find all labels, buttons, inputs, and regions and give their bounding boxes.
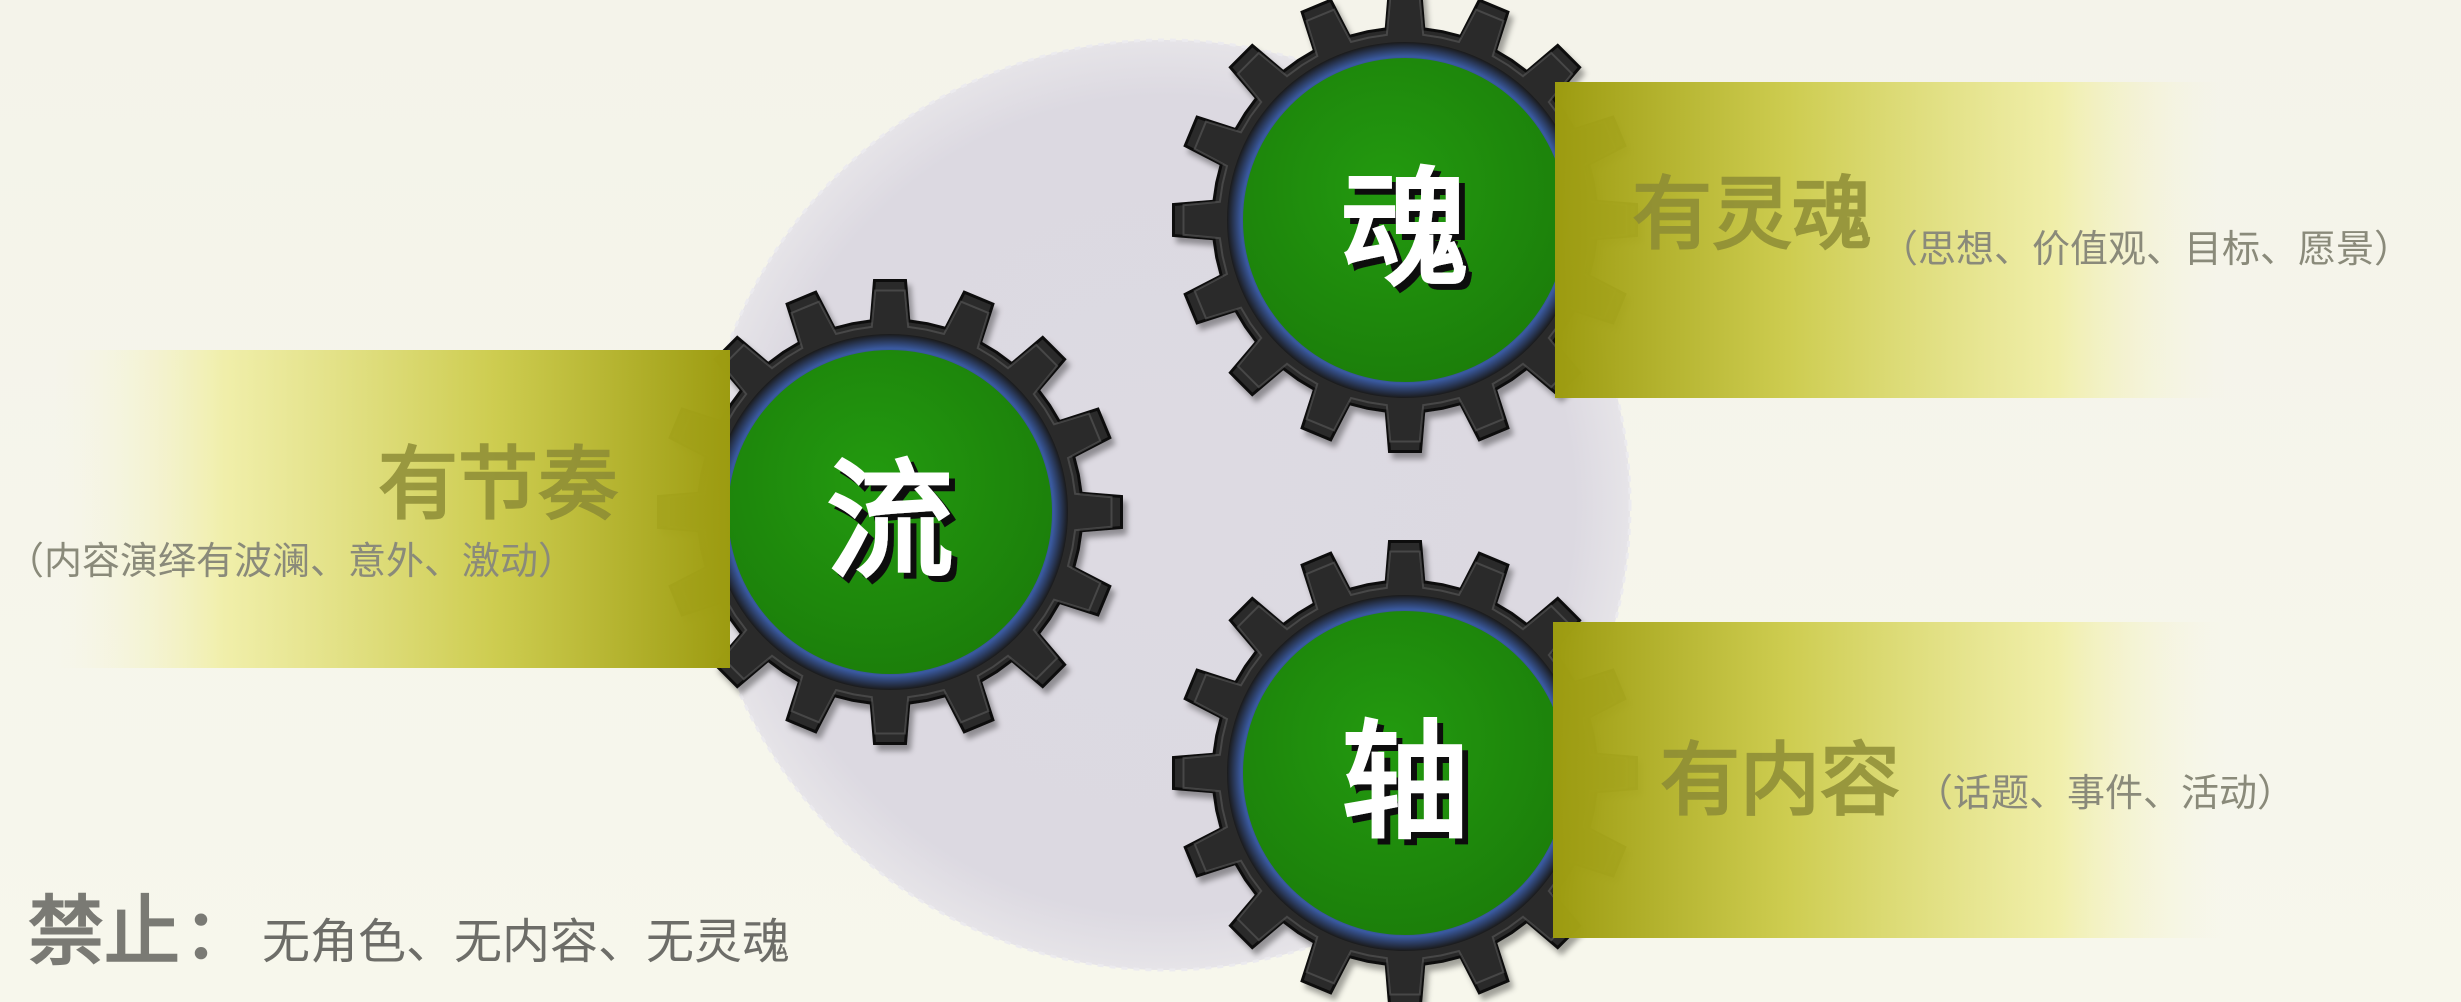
gear-top: 魂 — [1172, 0, 1638, 453]
gear-bottom: 轴 — [1172, 540, 1638, 1002]
banner-top — [1555, 82, 2225, 398]
gear-left-center — [728, 350, 1052, 674]
forbidden-text: 无角色、无内容、无灵魂 — [262, 914, 791, 970]
forbidden-colon: ： — [184, 896, 253, 975]
gear-teeth-highlight — [1182, 0, 1628, 443]
subtitle-bottom: （话题、事件、活动） — [1915, 771, 2295, 815]
banner-left — [55, 350, 730, 668]
heading-left: 有节奏 — [378, 438, 619, 531]
forbidden-label: 禁止 — [28, 887, 180, 976]
subtitle-top: （思想、价值观、目标、愿景） — [1880, 227, 2412, 271]
subtitle-left: （内容演绎有波澜、意外、激动） — [6, 539, 576, 583]
gear-top-char: 魂 — [1341, 156, 1469, 305]
forbidden-note: 禁止：无角色、无内容、无灵魂 — [28, 870, 790, 980]
gear-top-center — [1243, 58, 1567, 382]
banner-bottom — [1553, 622, 2225, 938]
gear-left: 流 — [657, 279, 1123, 745]
gear-bottom-center — [1243, 611, 1567, 935]
gear-left-char: 流 — [826, 448, 954, 597]
gear-teeth-highlight — [1182, 550, 1628, 996]
heading-top: 有灵魂 — [1632, 168, 1872, 261]
heading-bottom: 有内容 — [1660, 734, 1900, 827]
gear-bottom-char: 轴 — [1341, 709, 1469, 858]
